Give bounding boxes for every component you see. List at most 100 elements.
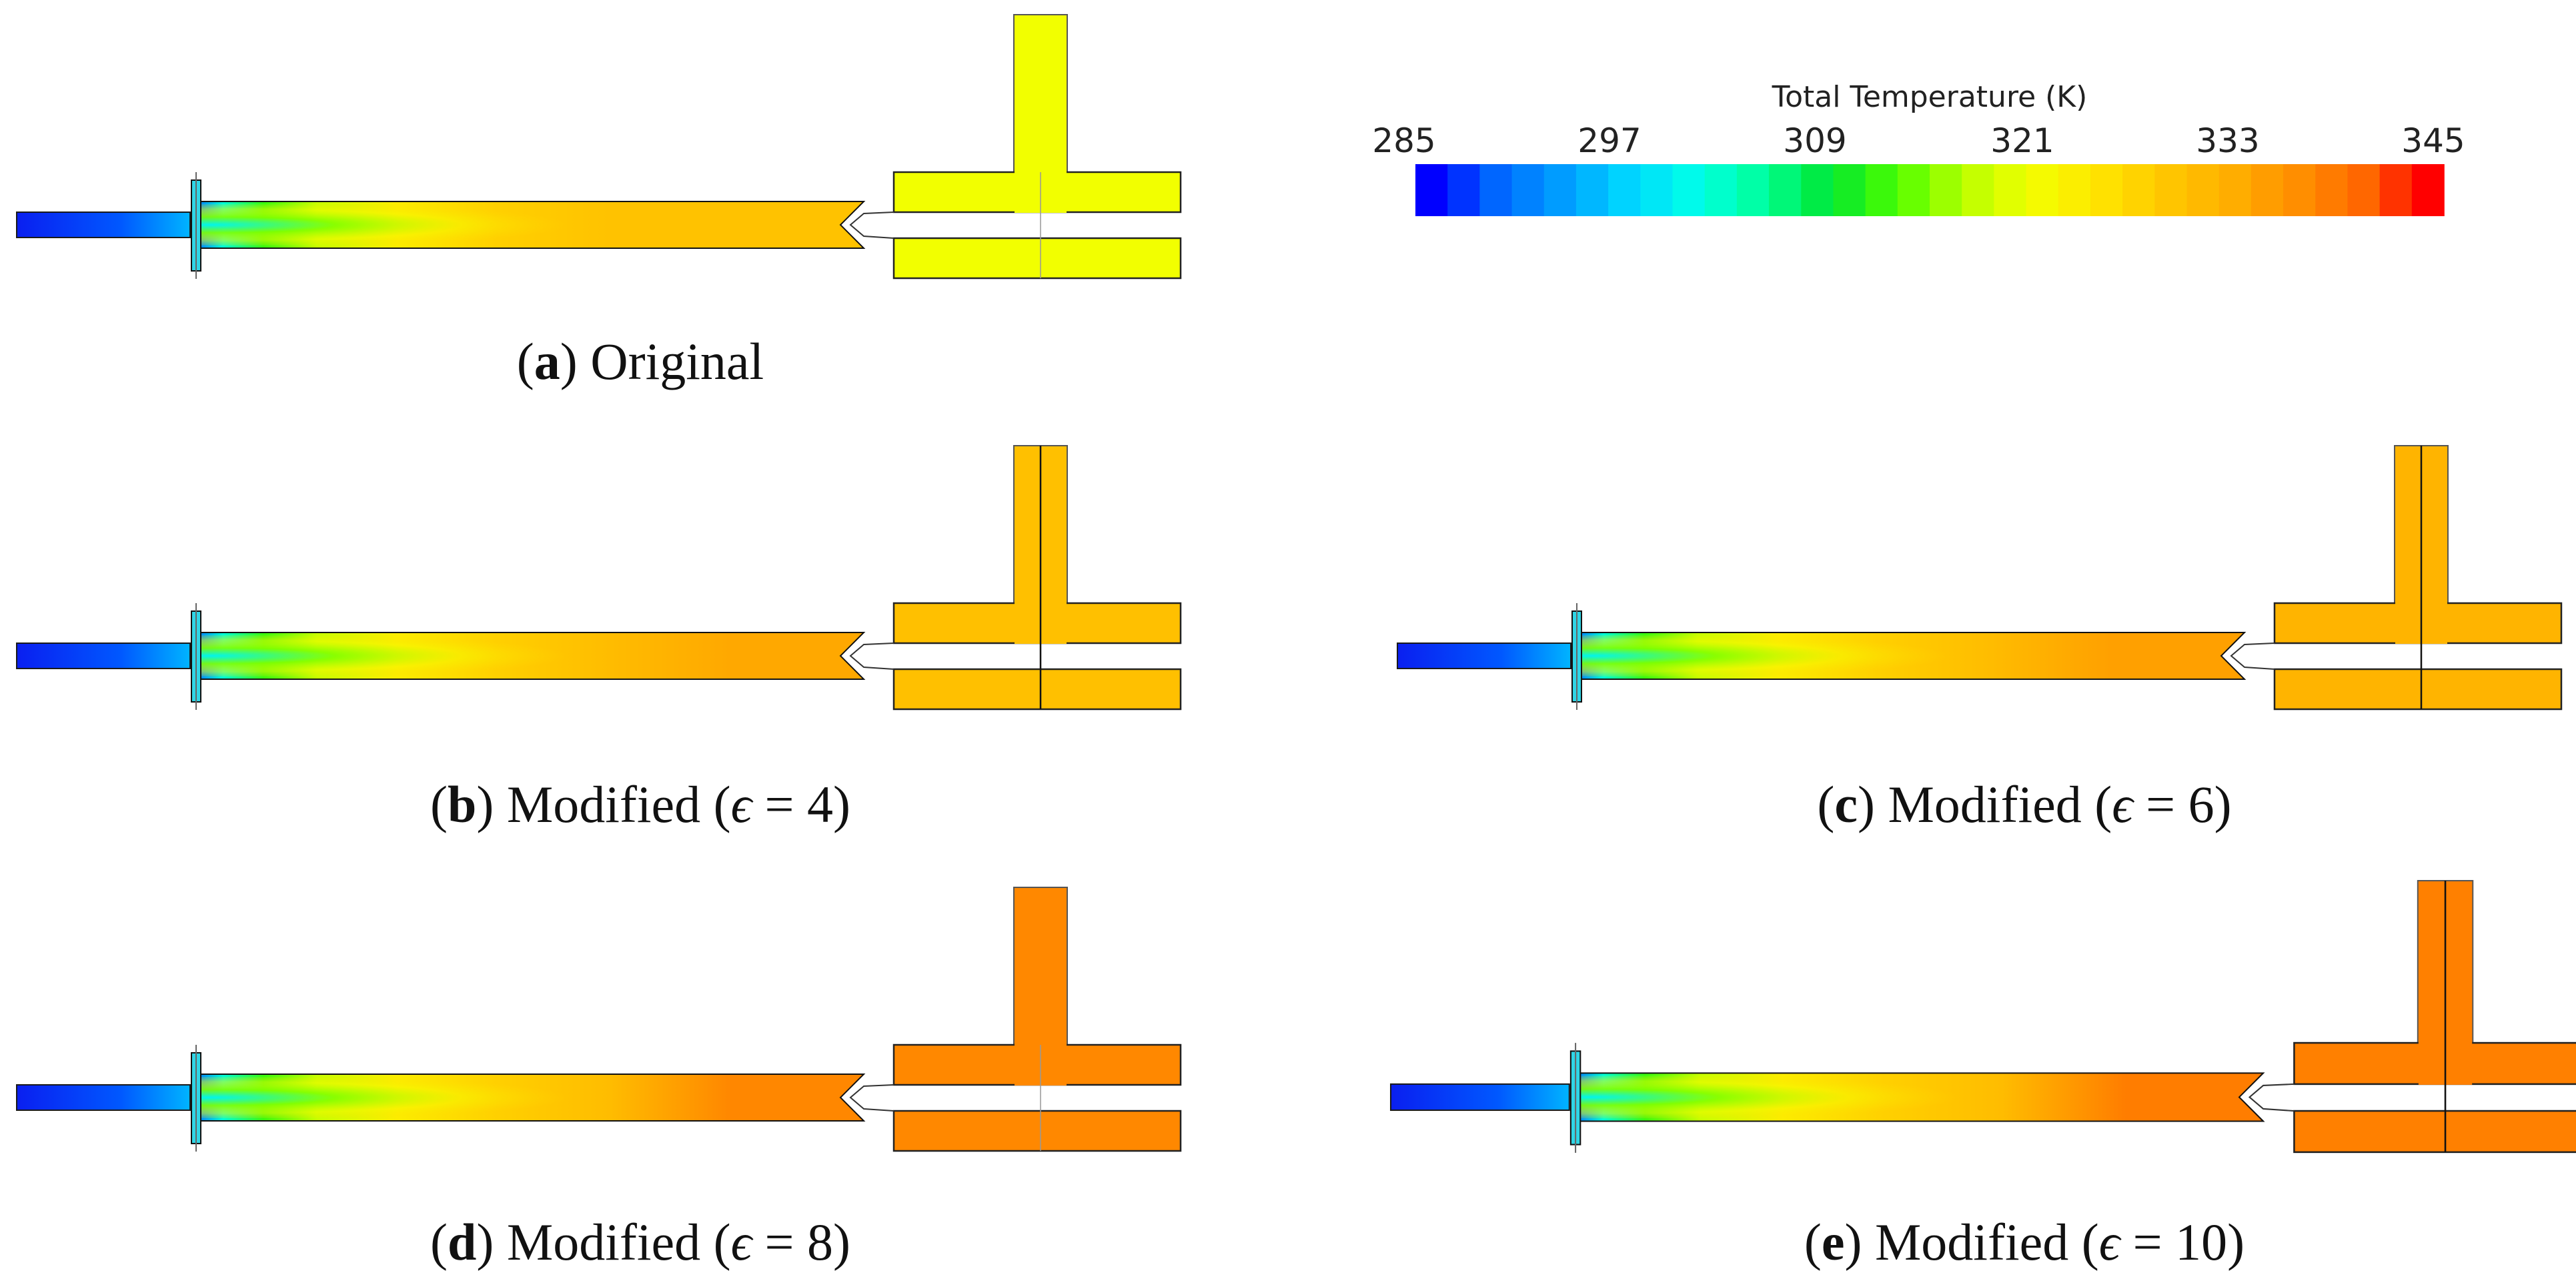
colorbar-band xyxy=(2218,164,2252,216)
colorbar-band xyxy=(1962,164,1995,216)
colorbar-tick-label: 321 xyxy=(1990,121,2054,160)
colorbar-band xyxy=(1447,164,1481,216)
colorbar-band xyxy=(1543,164,1577,216)
inlet-pipe xyxy=(16,211,191,238)
colorbar-band xyxy=(1897,164,1930,216)
colorbar-band xyxy=(2090,164,2123,216)
colorbar-band xyxy=(1865,164,1898,216)
caption-epsilon-value: 6 xyxy=(2188,775,2214,833)
colorbar-band xyxy=(1801,164,1834,216)
caption-epsilon-value: 4 xyxy=(807,775,833,833)
contour-panel-b xyxy=(16,445,1182,711)
colorbar-bands xyxy=(1415,164,2445,216)
contour-panel-e xyxy=(1389,879,2576,1154)
caption-a: (a) Original xyxy=(517,332,764,390)
colorbar-band xyxy=(2347,164,2381,216)
colorbar-title: Total Temperature (K) xyxy=(1772,80,2088,114)
colorbar-band xyxy=(2026,164,2059,216)
outlet-chamber-lower xyxy=(892,1110,1182,1152)
colorbar-band xyxy=(1608,164,1642,216)
caption-open-paren: ( xyxy=(430,775,448,833)
colorbar-band xyxy=(1833,164,1866,216)
caption-open-paren: ( xyxy=(517,332,534,390)
colorbar-band xyxy=(1640,164,1674,216)
caption-d: (d) Modified (ϵ = 8) xyxy=(430,1213,850,1271)
caption-close-paren: ) xyxy=(476,775,506,833)
caption-epsilon-symbol: ϵ xyxy=(731,1213,754,1271)
hot-valve-outline xyxy=(849,211,894,239)
cold-core-plume xyxy=(197,1077,817,1118)
caption-label: Modified ( xyxy=(1888,775,2112,833)
colorbar-band xyxy=(1575,164,1609,216)
caption-letter: d xyxy=(448,1213,476,1271)
caption-e: (e) Modified (ϵ = 10) xyxy=(1804,1213,2244,1271)
caption-epsilon-symbol: ϵ xyxy=(731,775,754,833)
outlet-chamber-lower xyxy=(892,668,1182,711)
caption-close-paren: ) xyxy=(1858,775,1888,833)
colorbar-band xyxy=(1994,164,2027,216)
colorbar-band xyxy=(2379,164,2413,216)
caption-label: Modified ( xyxy=(1875,1213,2099,1271)
caption-epsilon-symbol: ϵ xyxy=(2099,1213,2122,1271)
colorbar-band xyxy=(2283,164,2317,216)
caption-close: ) xyxy=(2214,775,2232,833)
caption-equals: = xyxy=(752,1213,807,1271)
caption-letter: a xyxy=(534,332,560,390)
hot-valve-tip xyxy=(850,214,894,236)
inlet-pipe xyxy=(1397,643,1571,669)
outlet-chamber-lower xyxy=(2273,668,2563,711)
caption-close: ) xyxy=(2227,1213,2244,1271)
colorbar-band xyxy=(1672,164,1706,216)
caption-close: ) xyxy=(833,1213,850,1271)
colorbar-band xyxy=(1479,164,1513,216)
colorbar-band xyxy=(1704,164,1738,216)
colorbar-band xyxy=(1930,164,1962,216)
cold-core-plume xyxy=(1576,1076,2215,1119)
hot-valve-tip xyxy=(850,645,894,667)
panels xyxy=(16,14,2576,1154)
cold-core-plume xyxy=(1577,635,2198,677)
contour-panel-c xyxy=(1397,445,2563,711)
colorbar-tick-label: 285 xyxy=(1372,121,1435,160)
inlet-pipe xyxy=(16,643,191,669)
caption-close-paren: ) xyxy=(476,1213,506,1271)
inlet-pipe xyxy=(1389,1083,1570,1112)
hot-valve-tip xyxy=(2249,1085,2295,1109)
caption-open-paren: ( xyxy=(430,1213,448,1271)
contour-panel-a xyxy=(16,14,1182,280)
caption-c: (c) Modified (ϵ = 6) xyxy=(1817,775,2231,833)
caption-epsilon-value: 10 xyxy=(2175,1213,2227,1271)
hot-valve-outline xyxy=(849,1084,894,1112)
caption-letter: e xyxy=(1822,1213,1845,1271)
caption-label: Original xyxy=(590,332,764,390)
colorbar-band xyxy=(1769,164,1802,216)
hot-valve-tip xyxy=(2231,645,2275,667)
caption-letter: c xyxy=(1834,775,1858,833)
colorbar-tick-label: 345 xyxy=(2401,121,2465,160)
outlet-chamber-lower xyxy=(892,237,1182,280)
caption-label: Modified ( xyxy=(507,775,731,833)
caption-equals: = xyxy=(752,775,807,833)
outlet-chamber-lower xyxy=(2293,1110,2576,1154)
caption-equals: = xyxy=(2120,1213,2175,1271)
colorbar-band xyxy=(2122,164,2156,216)
colorbar-band xyxy=(2154,164,2188,216)
hot-valve-outline xyxy=(2248,1083,2295,1112)
caption-open-paren: ( xyxy=(1817,775,1834,833)
colorbar-tick-label: 297 xyxy=(1577,121,1641,160)
colorbar-band xyxy=(2186,164,2220,216)
caption-close: ) xyxy=(833,775,850,833)
caption-open-paren: ( xyxy=(1804,1213,1822,1271)
colorbar-band xyxy=(1511,164,1545,216)
cold-core-plume xyxy=(197,635,817,677)
hot-valve-outline xyxy=(2230,643,2275,670)
colorbar-band xyxy=(1736,164,1770,216)
colorbar-band xyxy=(2058,164,2091,216)
cold-core-plume xyxy=(197,204,817,246)
colorbar-band xyxy=(2250,164,2284,216)
hot-valve-tip xyxy=(850,1086,894,1109)
